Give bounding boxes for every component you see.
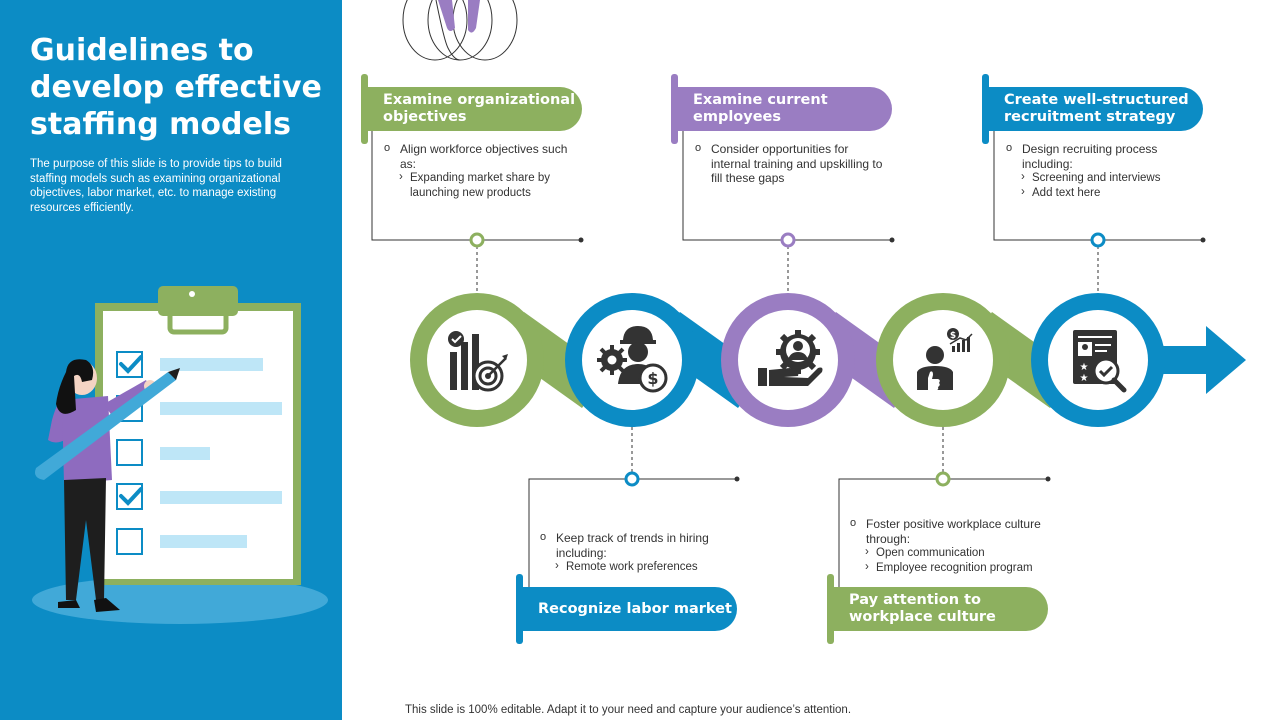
person-growth-icon: $ xyxy=(917,328,973,390)
slide-title: Guidelines to develop effective staffing… xyxy=(30,33,322,142)
bullet-item: Align workforce objectives such as: xyxy=(382,141,572,171)
step-2-bullets: Keep track of trends in hiring including… xyxy=(538,530,738,575)
step-tab-5: Create well-structured recruitment strat… xyxy=(982,74,1203,144)
decor-ovals xyxy=(402,0,518,61)
svg-text:$: $ xyxy=(950,331,956,341)
check-icon xyxy=(119,355,143,506)
step-title: Pay attention to workplace culture xyxy=(849,592,996,625)
step-title: Examine current employees xyxy=(693,92,828,125)
slide-description: The purpose of this slide is to provide … xyxy=(30,158,282,214)
callout-rings xyxy=(469,232,1106,487)
step-3-bullets: Consider opportunities for internal trai… xyxy=(693,141,883,186)
step-tab-2: Recognize labor market xyxy=(516,574,737,644)
clipboard-clip xyxy=(158,286,238,316)
resume-search-icon: ★ ★ xyxy=(1073,330,1127,393)
sub-bullet-item: Screening and interviews xyxy=(1004,170,1204,186)
step-tab-4: Pay attention to workplace culture xyxy=(827,574,1048,644)
sub-bullet-item: Expanding market share by launching new … xyxy=(382,170,572,200)
woman-figure xyxy=(35,359,180,612)
step-title: Recognize labor market xyxy=(538,600,732,617)
floor-shadow xyxy=(32,576,328,624)
bullet-item: Design recruiting process including: xyxy=(1004,141,1204,171)
footer-note: This slide is 100% editable. Adapt it to… xyxy=(405,704,852,716)
step-title: Examine organizational objectives xyxy=(383,92,576,125)
svg-text:★: ★ xyxy=(1080,362,1089,373)
sub-bullet-item: Employee recognition program xyxy=(848,560,1053,576)
callout-lines xyxy=(371,95,1203,630)
bullet-item: Foster positive workplace culture throug… xyxy=(848,516,1053,546)
chart-target-icon xyxy=(448,331,508,392)
checklist-illustration xyxy=(32,286,328,624)
step-tab-3: Examine current employees xyxy=(671,74,892,144)
step-1-bullets: Align workforce objectives such as: Expa… xyxy=(382,141,572,200)
step-4-bullets: Foster positive workplace culture throug… xyxy=(848,516,1053,576)
sub-bullet-item: Add text here xyxy=(1004,185,1204,201)
svg-text:$: $ xyxy=(647,369,658,388)
step-tab-1: Examine organizational objectives xyxy=(361,74,582,144)
bullet-item: Keep track of trends in hiring including… xyxy=(538,530,738,560)
step-title: Create well-structured recruitment strat… xyxy=(1004,92,1189,125)
step-5-bullets: Design recruiting process including: Scr… xyxy=(1004,141,1204,201)
callout-dots xyxy=(578,237,1206,482)
worker-dollar-icon: $ xyxy=(597,326,668,393)
svg-text:★: ★ xyxy=(1080,373,1089,384)
bullet-item: Consider opportunities for internal trai… xyxy=(693,141,883,186)
sub-bullet-item: Open communication xyxy=(848,545,1053,561)
hand-gear-person-icon xyxy=(758,330,823,386)
sub-bullet-item: Remote work preferences xyxy=(538,559,738,575)
